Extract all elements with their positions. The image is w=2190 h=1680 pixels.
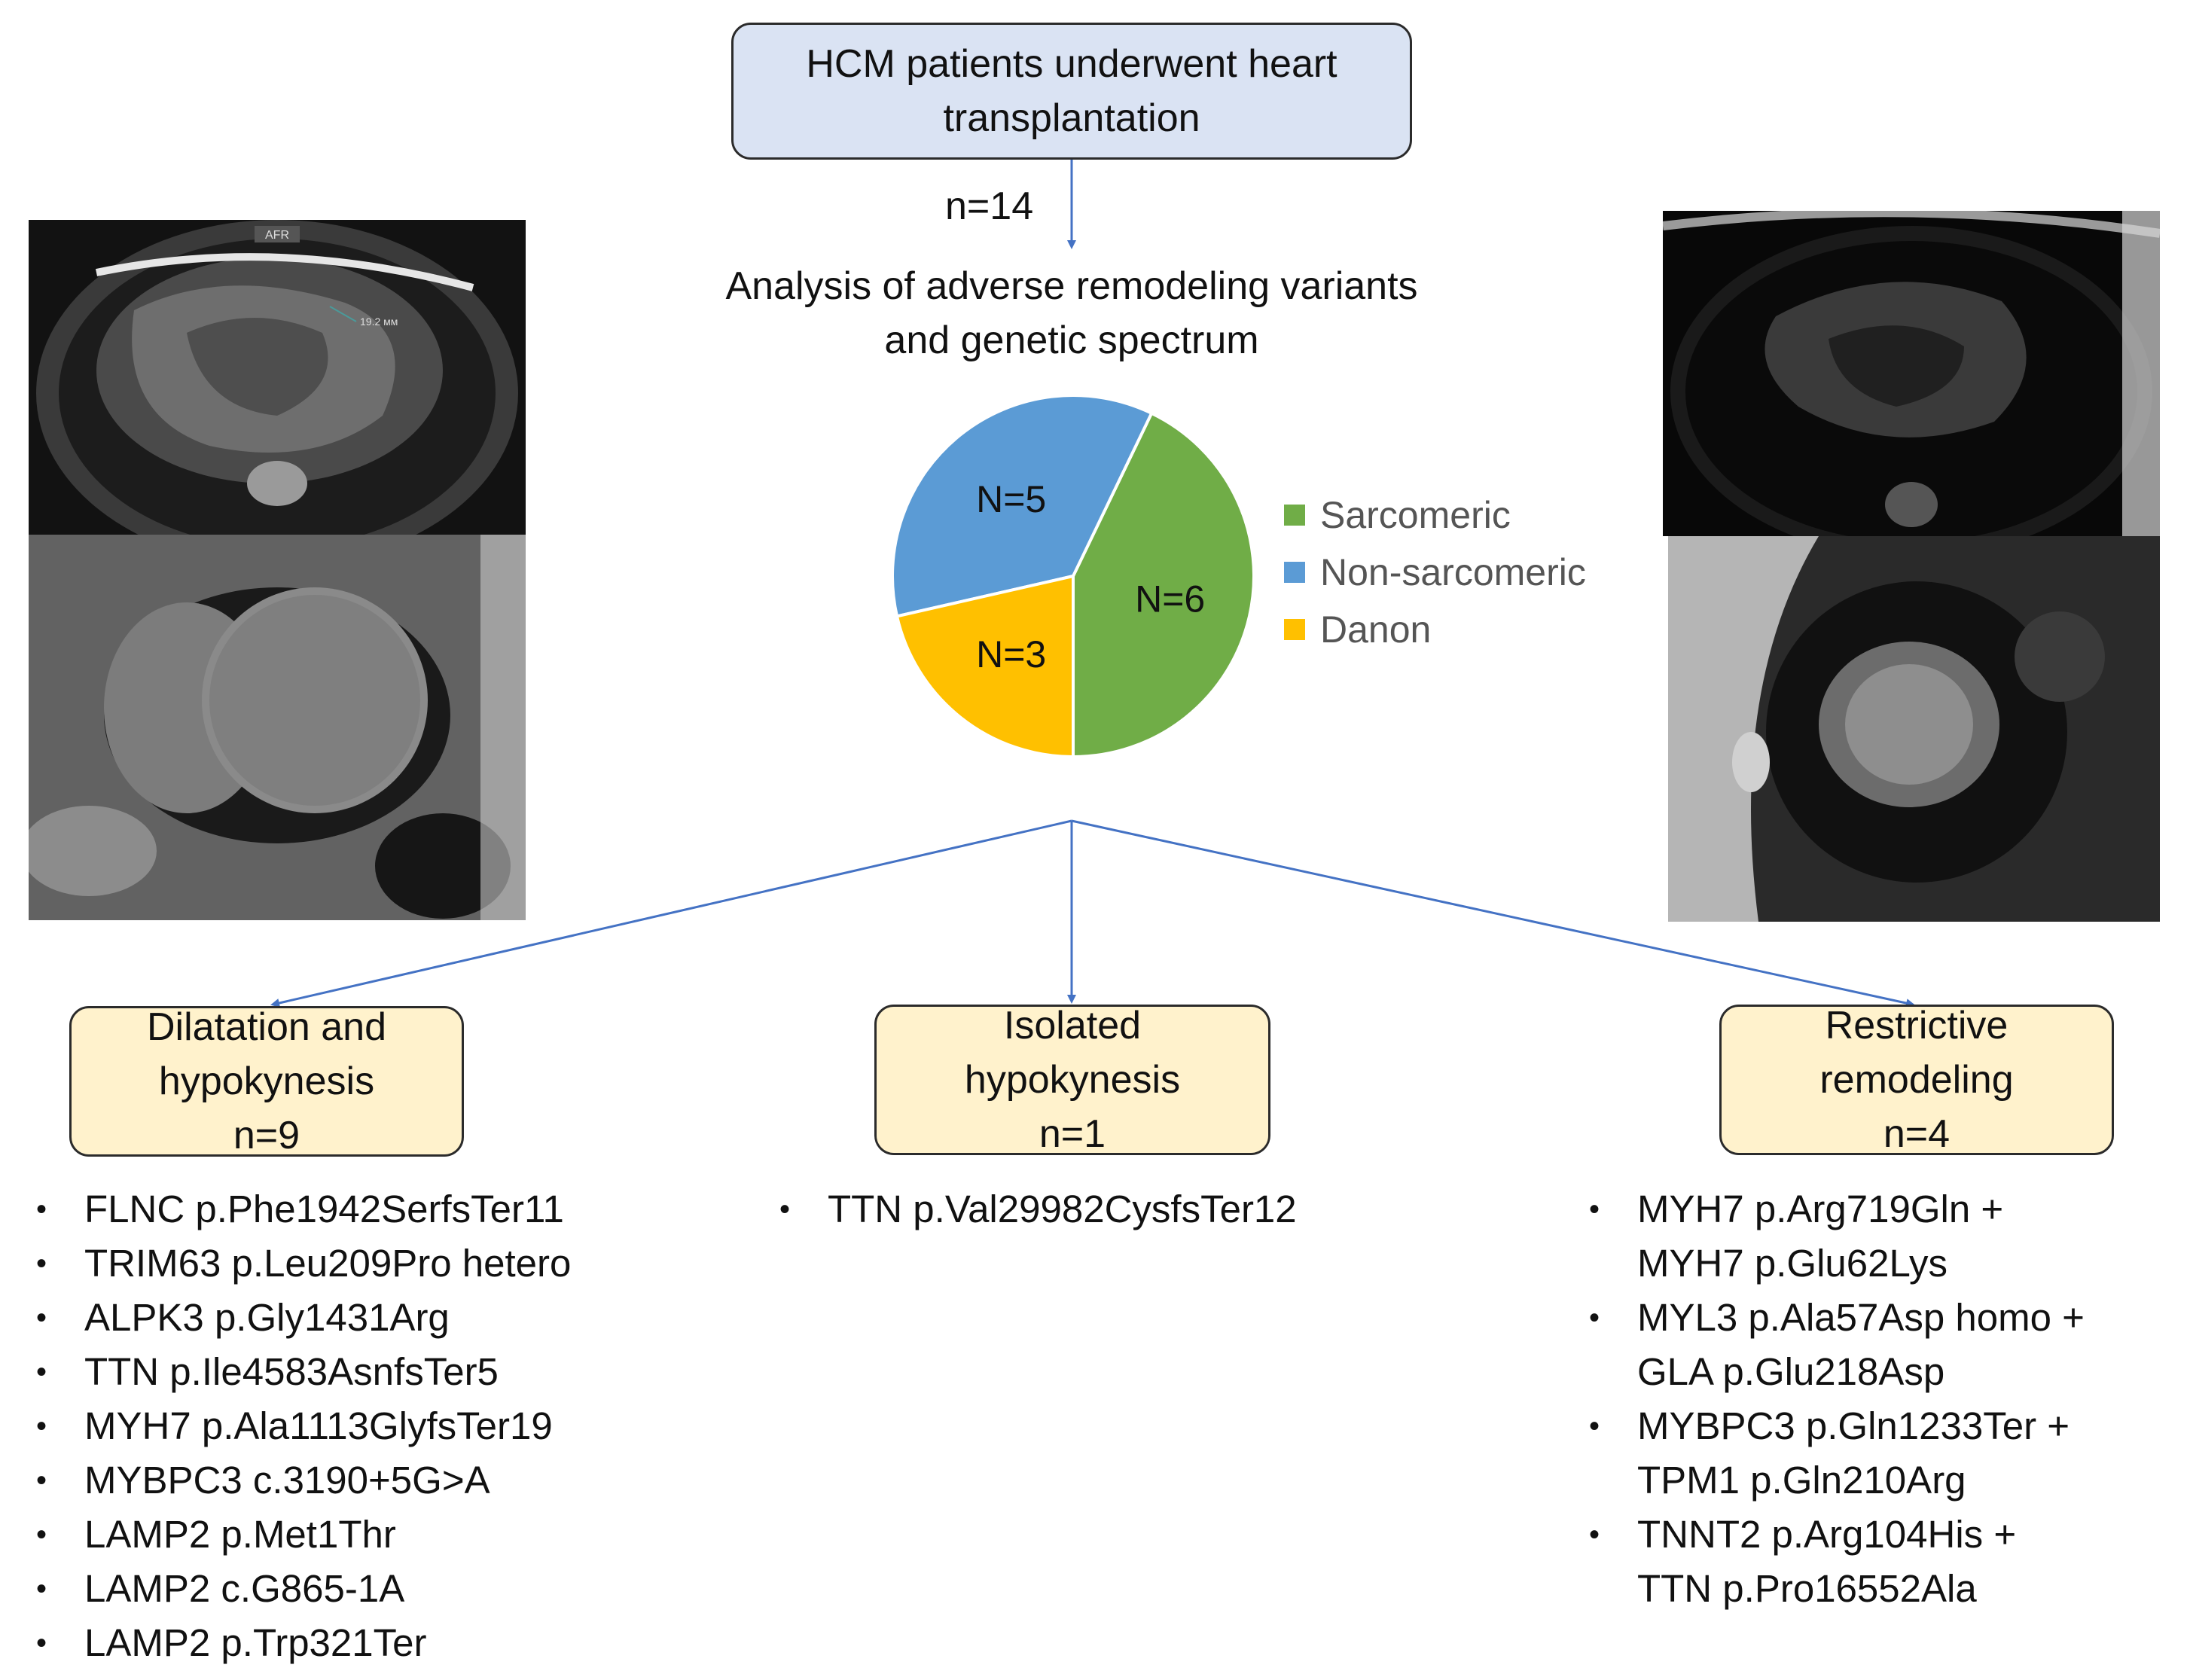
category-restrictive-line1: Restrictive xyxy=(1825,1004,2009,1047)
bullet-icon: • xyxy=(1589,1193,1600,1226)
list-item: •TRIM63 p.Leu209Pro hetero xyxy=(29,1236,571,1291)
legend-swatch-sarcomeric xyxy=(1284,505,1305,526)
top-box-line2: transplantation xyxy=(943,96,1200,140)
category-box-restrictive: Restrictive remodeling n=4 xyxy=(1719,1004,2114,1156)
mri-orientation-label: AFR xyxy=(265,229,289,242)
bullet-icon: • xyxy=(36,1464,47,1497)
list-item: •MYH7 p.Ala1113GlyfsTer19 xyxy=(29,1399,571,1453)
list-item: •LAMP2 p.Met1Thr xyxy=(29,1508,571,1562)
bullet-icon: • xyxy=(36,1627,47,1660)
arrow-to-dilatation xyxy=(270,819,1072,1008)
bullet-icon: • xyxy=(36,1355,47,1389)
genetic-spectrum-pie-chart: N=6 N=5N=3 xyxy=(891,394,1255,759)
variant-list-dilatation: •FLNC p.Phe1942SerfsTer11 •TRIM63 p.Leu2… xyxy=(29,1182,571,1670)
list-item-continuation: MYH7 p.Glu62Lys xyxy=(1637,1242,1948,1285)
category-isolated-line1: Isolated xyxy=(1003,1004,1142,1047)
list-item: •ALPK3 p.Gly1431Arg xyxy=(29,1291,571,1345)
top-box-line1: HCM patients underwent heart xyxy=(806,42,1337,86)
list-item: •LAMP2 p.Trp321Ter xyxy=(29,1616,571,1670)
list-item-continuation: GLA p.Glu218Asp xyxy=(1637,1350,1945,1393)
category-restrictive-line2: remodeling xyxy=(1819,1058,2014,1102)
bullet-icon: • xyxy=(36,1572,47,1605)
list-item-continuation: TPM1 p.Gln210Arg xyxy=(1637,1459,1966,1502)
legend-swatch-non-sarcomeric xyxy=(1284,562,1305,583)
analysis-line1: Analysis of adverse remodeling variants xyxy=(725,264,1418,308)
list-item: •MYBPC3 p.Gln1233Ter + xyxy=(1581,1399,2085,1453)
list-item: •TNNT2 p.Arg104His + xyxy=(1581,1508,2085,1562)
bullet-icon: • xyxy=(36,1301,47,1334)
bullet-icon: • xyxy=(1589,1301,1600,1334)
analysis-line2: and genetic spectrum xyxy=(884,319,1259,362)
legend-label-non-sarcomeric: Non-sarcomeric xyxy=(1320,551,1586,593)
pie-slice-label: N=5 xyxy=(976,478,1046,520)
arrow-to-restrictive xyxy=(1071,819,1915,1008)
bullet-icon: • xyxy=(36,1193,47,1226)
mri-measure-label: 19.2 мм xyxy=(360,316,398,328)
pie-slice-label: N=6 xyxy=(1135,578,1205,620)
legend-item-sarcomeric: Sarcomeric xyxy=(1284,486,1586,544)
list-item-continuation: TTN p.Pro16552Ala xyxy=(1637,1567,1977,1610)
pie-slice-non-sarcomeric xyxy=(891,394,1154,618)
mri-right-four-chamber xyxy=(1663,211,2160,536)
category-box-dilatation: Dilatation and hypokynesis n=9 xyxy=(69,1005,464,1157)
bullet-icon: • xyxy=(36,1518,47,1551)
list-item: •TTN p.Ile4583AsnfsTer5 xyxy=(29,1345,571,1399)
pie-legend: Sarcomeric Non-sarcomeric Danon xyxy=(1284,486,1586,658)
category-dilatation-count: n=9 xyxy=(233,1114,300,1157)
list-item: •MYL3 p.Ala57Asp homo + xyxy=(1581,1291,2085,1345)
variant-list-isolated: •TTN p.Val29982CysfsTer12 xyxy=(772,1182,1297,1236)
variant-list-restrictive: •MYH7 p.Arg719Gln + MYH7 p.Glu62Lys •MYL… xyxy=(1581,1182,2085,1616)
mri-left-four-chamber: AFR 19.2 мм xyxy=(29,220,526,535)
bullet-icon: • xyxy=(36,1247,47,1280)
analysis-title: Analysis of adverse remodeling variants … xyxy=(708,259,1435,367)
category-box-isolated: Isolated hypokynesis n=1 xyxy=(874,1004,1270,1156)
mri-left-short-axis xyxy=(29,535,526,920)
category-isolated-line2: hypokynesis xyxy=(964,1058,1181,1102)
category-isolated-count: n=1 xyxy=(1039,1112,1106,1156)
category-dilatation-line1: Dilatation and xyxy=(147,1005,386,1049)
bullet-icon: • xyxy=(779,1193,791,1226)
bullet-icon: • xyxy=(36,1410,47,1443)
list-item: •TTN p.Val29982CysfsTer12 xyxy=(772,1182,1297,1236)
bullet-icon: • xyxy=(1589,1518,1600,1551)
legend-item-danon: Danon xyxy=(1284,601,1586,658)
pie-slice-label: N=3 xyxy=(976,633,1046,675)
legend-label-sarcomeric: Sarcomeric xyxy=(1320,494,1511,536)
n-total-label: n=14 xyxy=(945,184,1034,228)
bullet-icon: • xyxy=(1589,1410,1600,1443)
top-box: HCM patients underwent heart transplanta… xyxy=(731,23,1412,160)
category-restrictive-count: n=4 xyxy=(1883,1112,1951,1156)
legend-label-danon: Danon xyxy=(1320,608,1432,651)
list-item: •MYH7 p.Arg719Gln + xyxy=(1581,1182,2085,1236)
list-item: •FLNC p.Phe1942SerfsTer11 xyxy=(29,1182,571,1236)
list-item: •MYBPC3 c.3190+5G>A xyxy=(29,1453,571,1508)
legend-item-non-sarcomeric: Non-sarcomeric xyxy=(1284,544,1586,601)
pie-slice-danon xyxy=(895,574,1075,759)
mri-right-short-axis xyxy=(1668,536,2160,922)
category-dilatation-line2: hypokynesis xyxy=(158,1060,375,1103)
pie-slice-sarcomeric xyxy=(1072,411,1255,759)
list-item: •LAMP2 c.G865-1A xyxy=(29,1562,571,1616)
legend-swatch-danon xyxy=(1284,619,1305,640)
